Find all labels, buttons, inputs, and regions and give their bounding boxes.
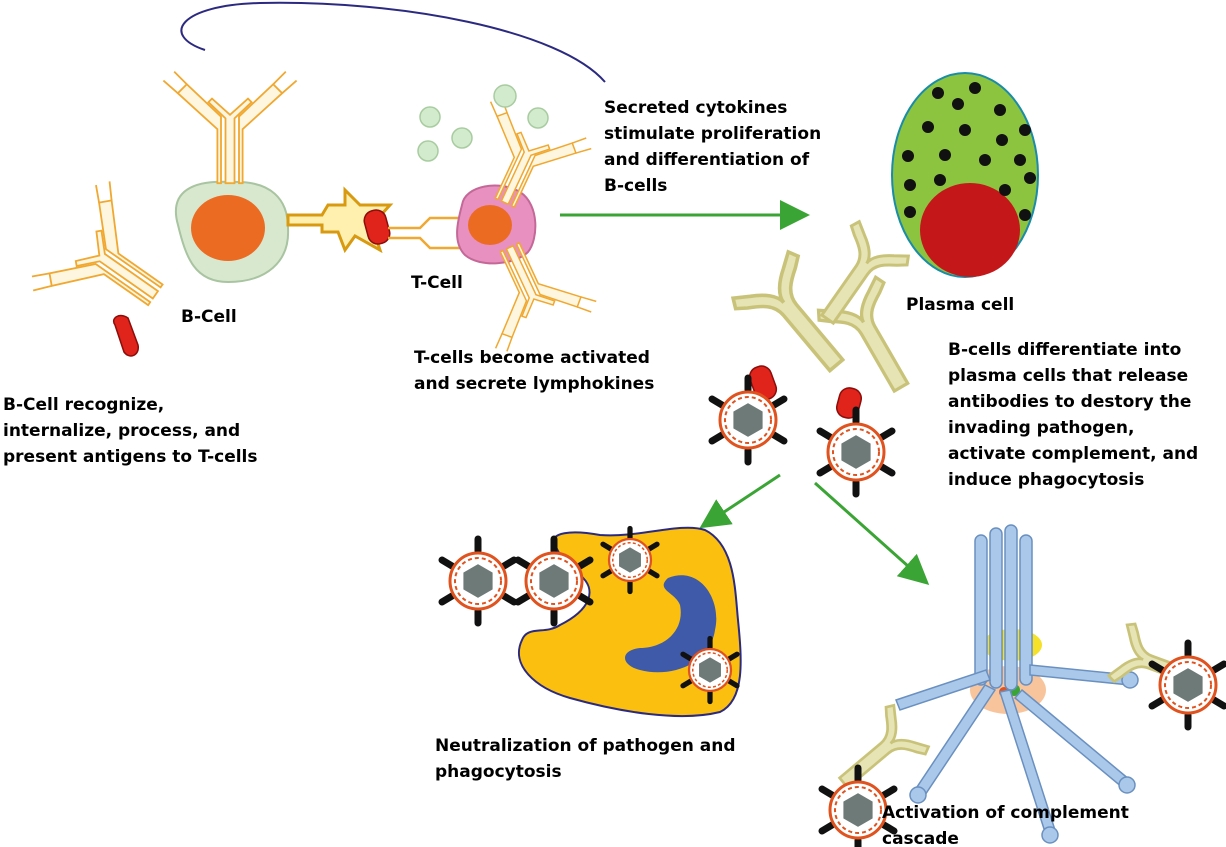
antigen-presentation-icon: [286, 186, 460, 254]
cytokines-description: Secreted cytokines stimulate proliferati…: [604, 98, 822, 196]
b-cell-label: B-Cell: [181, 307, 237, 327]
complement-protein-icon: [822, 524, 1224, 847]
plasma-description: B-cells differentiate into plasma cells …: [948, 340, 1199, 490]
macrophage-icon: [442, 528, 742, 718]
t-cell-description: T-cells become activated and secrete lym…: [414, 348, 655, 394]
neutralization-caption: Neutralization of pathogen and phagocyto…: [435, 736, 736, 782]
cytokine-icon: [417, 84, 549, 162]
t-cell-icon: [453, 94, 601, 356]
released-antibodies-icon: [712, 217, 936, 494]
plasma-cell-icon: [891, 72, 1039, 278]
feedback-arc: [180, 1, 606, 83]
complement-caption: Activation of complement cascade: [882, 803, 1129, 847]
t-cell-label: T-Cell: [411, 273, 463, 293]
b-cell-description: B-Cell recognize, internalize, process, …: [3, 395, 258, 467]
plasma-cell-label: Plasma cell: [906, 295, 1015, 315]
arrow-to-complement: [814, 481, 930, 585]
b-cell-icon: [24, 70, 298, 357]
arrow-to-neutralization: [699, 473, 781, 529]
